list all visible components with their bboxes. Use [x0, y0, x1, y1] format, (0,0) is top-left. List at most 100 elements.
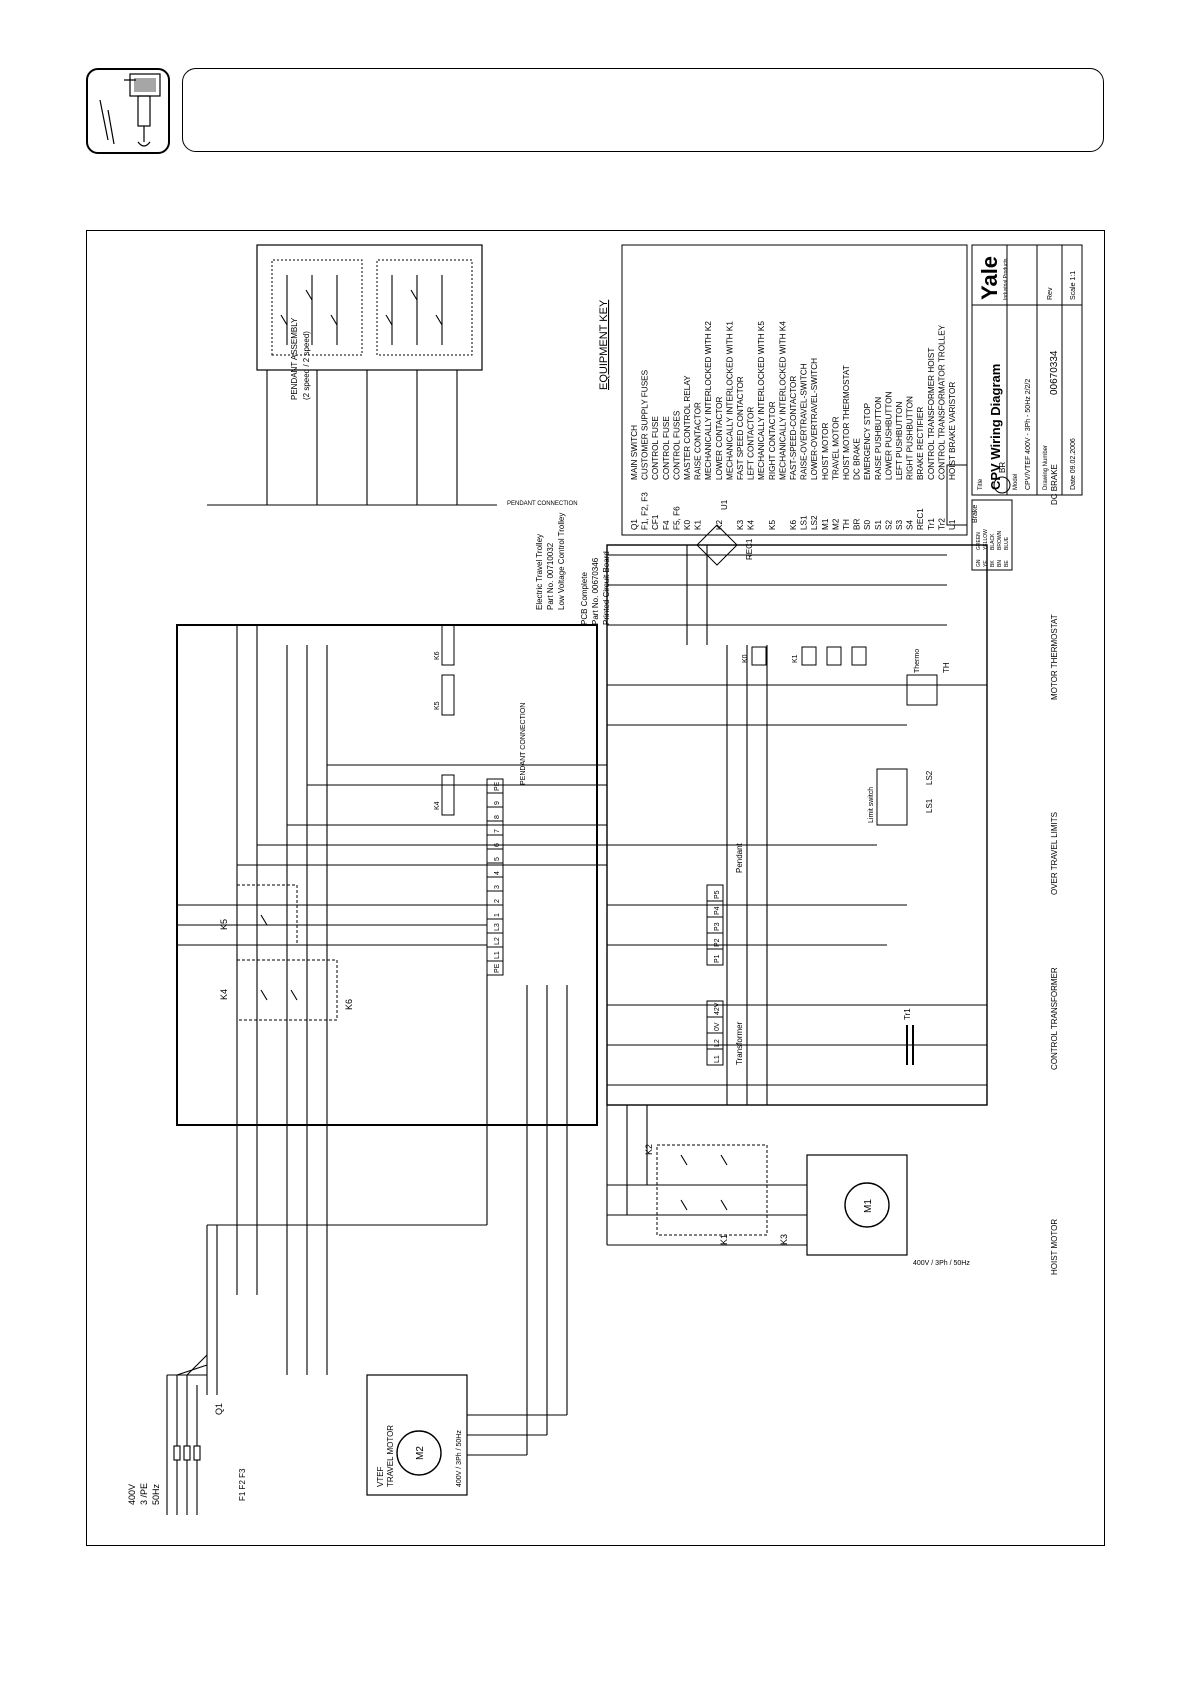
contact	[680, 1154, 688, 1166]
svg-text:HOIST MOTOR: HOIST MOTOR	[1050, 1219, 1059, 1275]
equipment-key-desc: HOIST BRAKE VARISTOR	[948, 382, 957, 480]
equipment-key-desc: TRAVEL MOTOR	[831, 416, 840, 480]
equipment-key-desc: RAISE PUSHBUTTON	[874, 397, 883, 480]
svg-text:LS2: LS2	[925, 770, 934, 785]
main-terminal-label: 5	[494, 857, 501, 861]
pcb-terminal-label: P1	[714, 954, 721, 963]
svg-text:Brake: Brake	[972, 505, 979, 523]
svg-text:Part No. 00710032: Part No. 00710032	[546, 542, 555, 610]
colour-name: BLUE	[1004, 536, 1010, 550]
main-terminal	[486, 778, 504, 794]
pcb-relays: K0 K1	[742, 646, 867, 666]
contact	[410, 289, 418, 301]
svg-text:K5: K5	[219, 919, 229, 930]
pcb-terminal-label: P4	[714, 906, 721, 915]
equipment-key-desc: LOWER-OVERTRAVEL-SWITCH	[810, 358, 819, 480]
colour-name: BROWN	[997, 530, 1003, 550]
equipment-key-desc: CONTROL FUSE	[662, 416, 671, 480]
svg-text:K1: K1	[792, 654, 799, 663]
equipment-key-code: S1	[874, 520, 883, 530]
limit-switch-block: Limit switch LS1 LS2	[868, 768, 934, 826]
header-box	[182, 68, 1104, 152]
main-terminal-label: L1	[494, 951, 501, 959]
equipment-key-desc: MAIN SWITCH	[630, 425, 639, 480]
wire	[186, 1354, 208, 1376]
equipment-key-code: LS2	[810, 515, 819, 530]
equipment-key-code: K4	[747, 520, 756, 530]
equipment-key-code: BR	[853, 519, 862, 530]
svg-text:CONTROL TRANSFORMER: CONTROL TRANSFORMER	[1050, 967, 1059, 1070]
section-labels: HOIST MOTOR CONTROL TRANSFORMER OVER TRA…	[1050, 464, 1059, 1275]
pcb-pendant-label: Pendant	[735, 842, 744, 873]
svg-text:K1: K1	[719, 1234, 729, 1245]
svg-text:REC1: REC1	[745, 538, 754, 560]
svg-text:VTEF: VTEF	[376, 1466, 385, 1487]
svg-text:50Hz: 50Hz	[151, 1483, 161, 1505]
svg-text:400V / 3Ph / 50Hz: 400V / 3Ph / 50Hz	[913, 1260, 970, 1267]
contact	[260, 914, 268, 926]
wiring-diagram-frame: 400V 3 /PE 50Hz Q1 F1 F2 F3 M2 VTEF TRAV…	[86, 194, 1105, 1546]
main-terminal-label: 3	[494, 885, 501, 889]
svg-text:Industrial Products: Industrial Products	[1003, 258, 1009, 300]
svg-text:EQUIPMENT KEY: EQUIPMENT KEY	[598, 299, 610, 390]
k5-contactor: K5	[219, 884, 298, 946]
colour-code: YE	[983, 560, 989, 567]
equipment-key-code: Tr2	[937, 518, 946, 530]
equipment-key-code: U1	[948, 519, 957, 530]
svg-text:Date 09.02.2006: Date 09.02.2006	[1070, 438, 1077, 490]
hoist-contactors: K1 K2 K3	[644, 1144, 789, 1245]
equipment-key-desc: LOWER PUSHBUTTON	[884, 391, 893, 480]
fuse	[193, 1445, 201, 1461]
k4-k6-contactors: K4 K6	[219, 959, 354, 1021]
notes: Electric Travel Trolley Part No. 0071003…	[535, 513, 611, 625]
supply-label: 400V 3 /PE 50Hz	[127, 1483, 161, 1505]
svg-text:K6: K6	[434, 651, 441, 660]
equipment-key-desc: CUSTOMER SUPPLY FUSES	[641, 369, 650, 480]
svg-text:DC BRAKE: DC BRAKE	[1050, 464, 1059, 505]
equipment-key-desc: HOIST MOTOR	[821, 422, 830, 480]
transformer-terminal-label: L2	[714, 1039, 721, 1047]
transformer-terminal-label: 42V	[714, 1002, 721, 1015]
fuse	[183, 1445, 191, 1461]
equipment-key-desc: MECHANICALLY INTERLOCKED WITH K4	[778, 321, 787, 480]
equipment-key-code: S2	[884, 520, 893, 530]
svg-text:PCB Complete: PCB Complete	[580, 572, 589, 625]
contact	[260, 989, 268, 1001]
equipment-key-desc: HOIST MOTOR THERMOSTAT	[842, 365, 851, 480]
hoist-motor: M1 400V / 3Ph / 50Hz	[806, 1154, 970, 1267]
svg-text:Rev: Rev	[1047, 287, 1054, 300]
travel-motor: M2 VTEF TRAVEL MOTOR 400V / 3Ph / 50Hz	[366, 1374, 468, 1496]
transformer-label: Transformer	[735, 1021, 744, 1065]
svg-text:00670334: 00670334	[1049, 350, 1060, 395]
main-terminal-label: 7	[494, 829, 501, 833]
svg-text:LS1: LS1	[925, 798, 934, 813]
svg-text:3 /PE: 3 /PE	[139, 1483, 149, 1505]
colour-code: BN	[997, 560, 1003, 567]
svg-text:OVER TRAVEL LIMITS: OVER TRAVEL LIMITS	[1050, 812, 1059, 895]
equipment-key-code: M2	[831, 518, 840, 530]
contact	[720, 1199, 728, 1211]
svg-text:U1: U1	[720, 499, 729, 510]
svg-text:Part No. 00670346: Part No. 00670346	[591, 557, 600, 625]
tr1-transformer: Tr1	[903, 1008, 914, 1065]
equipment-key-code: TH	[842, 519, 851, 530]
equipment-key-code: LS1	[800, 515, 809, 530]
svg-text:CPV/VTEF 400V - 3Ph - 50Hz 2/: CPV/VTEF 400V - 3Ph - 50Hz 2/2/2	[1025, 379, 1032, 490]
main-terminal-label: 2	[494, 899, 501, 903]
pcb-terminal-label: P2	[714, 938, 721, 947]
pendant-assembly: PENDANT ASSEMBLY (2 speed / 2 speed) PEN…	[256, 244, 578, 507]
main-terminal-label: PE	[494, 781, 501, 791]
svg-text:Tr1: Tr1	[903, 1008, 912, 1020]
svg-text:Electric Travel Trolley: Electric Travel Trolley	[535, 534, 544, 610]
equipment-key-code: K2	[715, 520, 724, 530]
svg-text:Title: Title	[978, 478, 984, 490]
fuse-label: F1 F2 F3	[238, 1468, 247, 1501]
equipment-key-code: K3	[736, 520, 745, 530]
trolley-enclosure	[176, 624, 598, 1126]
transformer-terminal-label: L1	[714, 1055, 721, 1063]
svg-text:M2: M2	[415, 1446, 426, 1460]
colour-code: BK	[990, 560, 996, 567]
equipment-key-desc: RAISE-OVERTRAVEL-SWITCH	[800, 363, 809, 480]
